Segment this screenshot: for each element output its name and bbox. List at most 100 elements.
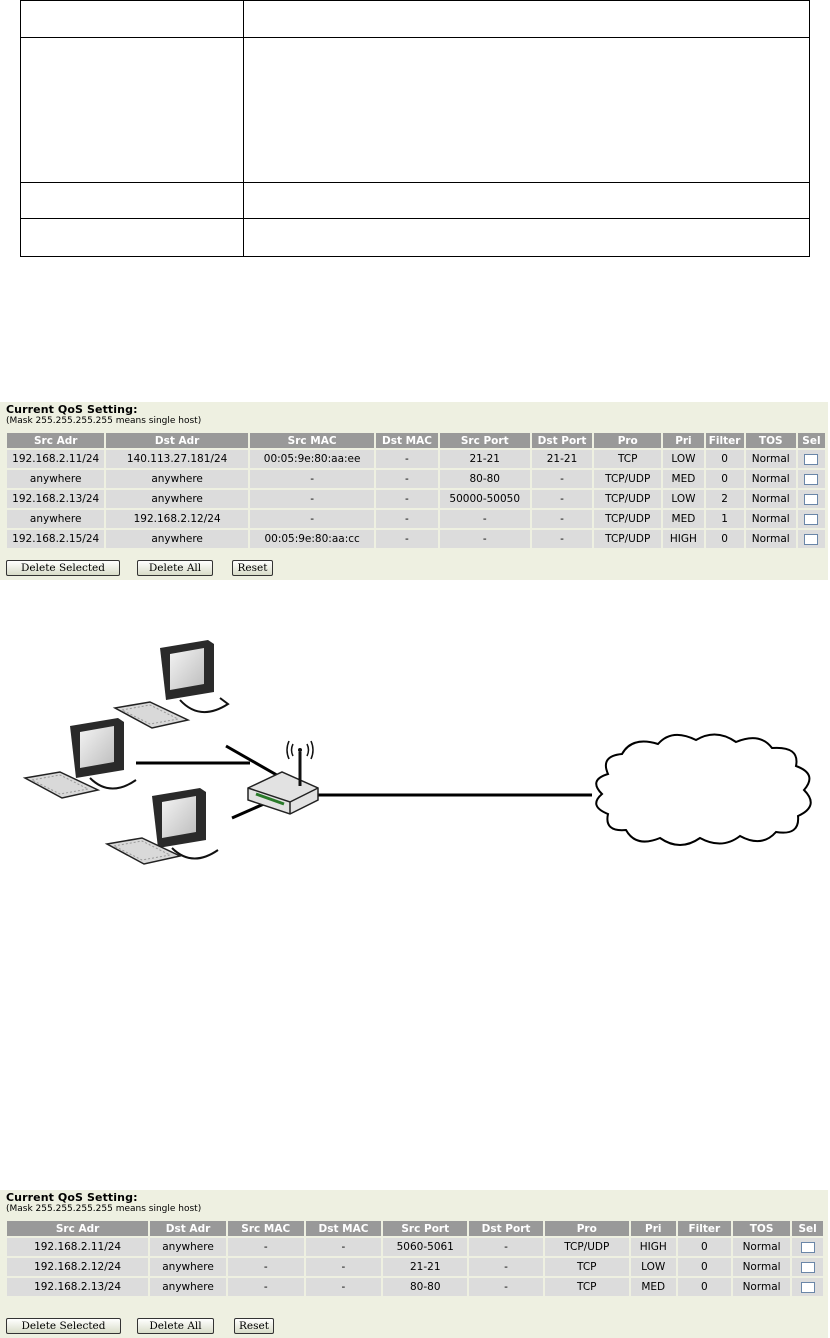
table-cell: TCP [594,450,662,468]
panel-subtitle: (Mask 255.255.255.255 means single host) [6,416,202,426]
reset-button[interactable]: Reset [232,560,273,576]
table-cell: - [376,510,438,528]
table-cell: TCP/UDP [544,1238,629,1256]
column-header: Dst Port [531,433,593,448]
table-cell: - [305,1238,382,1256]
table-cell: 192.168.2.11/24 [7,1238,149,1256]
column-header: Pro [594,433,662,448]
column-header: Dst Adr [150,1221,226,1236]
select-cell [792,1258,823,1276]
computer-icon [22,718,137,799]
select-cell [797,530,825,548]
table-cell: - [376,450,438,468]
table-cell: 0 [705,470,744,488]
select-checkbox[interactable] [800,1281,815,1293]
table-cell: - [531,510,593,528]
table-cell [20,182,244,219]
table-cell: 0 [677,1278,731,1296]
table-cell: HIGH [630,1238,676,1256]
table-cell: 192.168.2.15/24 [7,530,105,548]
table-cell: 192.168.2.12/24 [106,510,248,528]
table-cell: Normal [745,490,796,508]
select-checkbox[interactable] [804,513,819,525]
table-cell: MED [663,470,704,488]
delete-selected-button[interactable]: Delete Selected [6,560,120,576]
table-cell: LOW [663,450,704,468]
panel-title: Current QoS Setting: [6,1191,138,1204]
table-cell: 192.168.2.13/24 [7,1278,149,1296]
table-cell: - [439,510,530,528]
column-header: Pro [544,1221,629,1236]
wireless-router-icon [247,740,319,815]
computer-icon [112,640,230,729]
column-header: Dst MAC [376,433,438,448]
table-cell: anywhere [7,510,105,528]
column-header: Filter [677,1221,731,1236]
table-cell [243,218,810,257]
table-cell: 00:05:9e:80:aa:cc [249,530,375,548]
computer-icon [104,788,219,865]
table-cell: Normal [732,1258,791,1276]
table-cell: - [227,1258,304,1276]
delete-selected-button[interactable]: Delete Selected [6,1318,121,1334]
table-cell: anywhere [106,470,248,488]
table-cell: - [227,1238,304,1256]
table-cell: Normal [732,1278,791,1296]
network-cables [136,744,592,820]
table-cell: TCP/UDP [594,470,662,488]
select-checkbox[interactable] [804,493,819,505]
column-header: Src MAC [227,1221,304,1236]
table-cell [243,0,810,38]
table-cell: - [469,1238,543,1256]
table-cell: 5060-5061 [383,1238,468,1256]
table-cell: 0 [677,1238,731,1256]
table-cell: 21-21 [383,1258,468,1276]
reset-button[interactable]: Reset [234,1318,274,1334]
table-cell: 0 [705,530,744,548]
table-cell: - [249,510,375,528]
table-cell: 2 [705,490,744,508]
select-checkbox[interactable] [800,1261,815,1273]
select-cell [797,490,825,508]
delete-all-button[interactable]: Delete All [137,560,213,576]
table-cell: - [305,1278,382,1296]
column-header: TOS [745,433,796,448]
table-cell: - [376,490,438,508]
select-checkbox[interactable] [804,473,819,485]
column-header: Src MAC [249,433,375,448]
table-cell: TCP [544,1278,629,1296]
table-cell: LOW [630,1258,676,1276]
column-header: TOS [732,1221,791,1236]
table-cell: 1 [705,510,744,528]
table-cell: 50000-50050 [439,490,530,508]
select-checkbox[interactable] [800,1241,815,1253]
table-cell: Normal [745,450,796,468]
table-cell: 192.168.2.11/24 [7,450,105,468]
table-cell: - [469,1278,543,1296]
table-cell: 21-21 [531,450,593,468]
table-cell: HIGH [663,530,704,548]
column-header: Src Adr [7,433,105,448]
table-cell: Normal [732,1238,791,1256]
select-checkbox[interactable] [804,453,819,465]
select-checkbox[interactable] [804,533,819,545]
delete-all-button[interactable]: Delete All [137,1318,214,1334]
table-cell: MED [630,1278,676,1296]
column-header: Pri [663,433,704,448]
table-cell [20,218,244,257]
table-cell: 0 [705,450,744,468]
select-cell [797,450,825,468]
column-header: Filter [705,433,744,448]
table-cell: Normal [745,510,796,528]
table-cell [243,37,810,183]
table-cell: TCP [544,1258,629,1276]
